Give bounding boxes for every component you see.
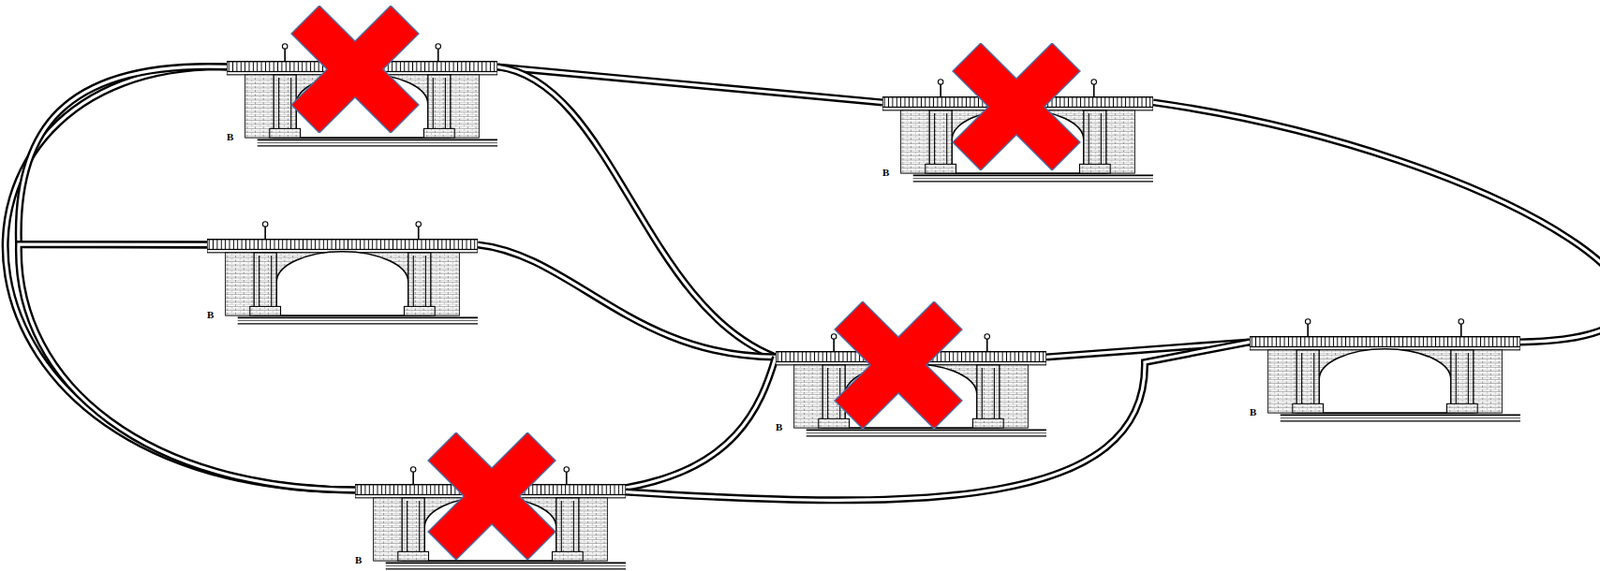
road-center <box>625 356 776 489</box>
road-edge <box>477 244 776 357</box>
road-connector <box>1153 102 1600 342</box>
road-connector <box>477 244 776 357</box>
bridge-drawing <box>1249 319 1521 422</box>
bridge-label: B <box>355 555 362 566</box>
bridge-illustration <box>355 464 626 571</box>
bridge-node: B <box>1249 316 1521 424</box>
road-center <box>18 66 227 245</box>
bridge-illustration <box>207 219 478 326</box>
bridge-illustration <box>226 41 498 149</box>
red-cross <box>428 432 556 561</box>
bridge-node: B <box>775 331 1047 439</box>
red-cross <box>952 43 1081 171</box>
bridge-drawing <box>882 79 1154 182</box>
bridge-drawing <box>775 334 1047 437</box>
bridge-node: B <box>207 219 478 326</box>
bridge-drawing <box>355 467 626 570</box>
bridge-drawing <box>207 222 478 325</box>
bridge-node: B <box>882 76 1154 184</box>
road-edge <box>497 66 776 357</box>
road-edge <box>1153 102 1600 342</box>
bridge-drawing <box>226 44 498 147</box>
road-center <box>1153 102 1600 342</box>
bridge-label: B <box>775 422 783 433</box>
red-cross <box>291 5 419 134</box>
bridge-label: B <box>226 132 234 143</box>
bridge-label: B <box>1249 407 1257 418</box>
road-connector <box>18 66 227 245</box>
bridge-illustration <box>1249 316 1521 424</box>
road-center <box>497 66 776 357</box>
bridge-illustration <box>775 331 1047 439</box>
road-connector <box>497 66 776 357</box>
bridge-node: B <box>226 41 498 149</box>
red-cross <box>834 301 963 430</box>
road-edge <box>625 356 776 489</box>
bridge-node: B <box>355 464 626 571</box>
road-edge <box>18 66 227 245</box>
bridge-label: B <box>207 310 214 321</box>
road-connector <box>625 356 776 489</box>
road-center <box>477 244 776 357</box>
bridge-illustration <box>882 76 1154 184</box>
bridge-label: B <box>882 167 889 178</box>
